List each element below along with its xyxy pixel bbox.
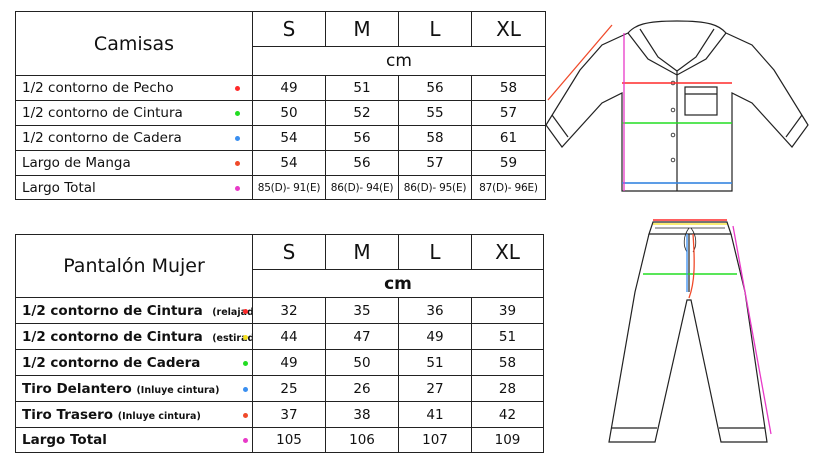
size-value: 27 [398, 375, 472, 402]
measurement-label: 1/2 contorno de Cadera [15, 125, 253, 151]
size-value: 56 [325, 125, 399, 151]
color-dot [243, 438, 248, 443]
pants-table-title: Pantalón Mujer [15, 234, 253, 298]
size-value: 42 [471, 401, 544, 428]
color-dot [243, 386, 248, 392]
size-header: M [325, 234, 399, 270]
shirt-table-title: Camisas [15, 11, 253, 76]
shirt-size-table: Camisas S M L XL cm 1/2 contorno de Pech… [15, 11, 546, 200]
size-value: 39 [471, 297, 544, 324]
unit-label: cm [252, 269, 544, 298]
size-value: 26 [325, 375, 399, 402]
unit-label: cm [252, 46, 546, 76]
size-value: 59 [471, 150, 546, 176]
length-measure-line-pants [732, 225, 772, 435]
size-value: 52 [325, 100, 399, 126]
measurement-label: Largo Total [15, 175, 253, 200]
size-value: 38 [325, 401, 399, 428]
size-value: 25 [252, 375, 326, 402]
size-value: 85(D)- 91(E) [252, 175, 326, 200]
size-value: 50 [252, 100, 326, 126]
size-value: 56 [325, 150, 399, 176]
color-dot [235, 185, 240, 191]
size-value: 49 [398, 323, 472, 350]
size-value: 105 [252, 427, 326, 453]
size-value: 41 [398, 401, 472, 428]
size-value: 54 [252, 150, 326, 176]
measurement-label: Largo de Manga [15, 150, 253, 176]
measurement-label: 1/2 contorno de Cintura (estirada) [15, 323, 253, 350]
size-value: 32 [252, 297, 326, 324]
size-value: 37 [252, 401, 326, 428]
size-value: 51 [471, 323, 544, 350]
measurement-label: Tiro Delantero (Inluye cintura) [15, 375, 253, 402]
size-value: 86(D)- 94(E) [325, 175, 399, 200]
size-value: 51 [398, 349, 472, 376]
color-dot [235, 111, 240, 116]
color-dot [243, 334, 248, 340]
size-header: M [325, 11, 399, 47]
pants-size-table: Pantalón Mujer S M L XL cm 1/2 contorno … [15, 234, 544, 453]
size-header: XL [471, 11, 546, 47]
size-value: 61 [471, 125, 546, 151]
size-value: 49 [252, 349, 326, 376]
size-value: 106 [325, 427, 399, 453]
color-dot [243, 308, 248, 314]
measurement-label: 1/2 contorno de Cintura (relajada) [15, 297, 253, 324]
measurement-label: Largo Total [15, 427, 253, 453]
size-value: 49 [252, 75, 326, 101]
size-value: 107 [398, 427, 472, 453]
sleeve-measure-line [547, 24, 613, 101]
size-header: XL [471, 234, 544, 270]
size-value: 28 [471, 375, 544, 402]
size-header: L [398, 234, 472, 270]
color-dot [235, 86, 240, 91]
color-dot [235, 161, 240, 166]
size-value: 58 [471, 349, 544, 376]
measurement-label: 1/2 contorno de Pecho [15, 75, 253, 101]
size-value: 86(D)- 95(E) [398, 175, 472, 200]
color-dot [243, 412, 248, 418]
size-value: 47 [325, 323, 399, 350]
size-value: 51 [325, 75, 399, 101]
size-header: L [398, 11, 472, 47]
size-value: 36 [398, 297, 472, 324]
size-value: 54 [252, 125, 326, 151]
color-dot [243, 360, 248, 366]
size-value: 58 [398, 125, 472, 151]
measurement-label: Tiro Trasero (Inluye cintura) [15, 401, 253, 428]
size-value: 57 [471, 100, 546, 126]
size-value: 109 [471, 427, 544, 453]
pants-illustration [608, 219, 772, 443]
size-value: 56 [398, 75, 472, 101]
size-value: 87(D)- 96E) [471, 175, 546, 200]
measurement-label: 1/2 contorno de Cadera [15, 349, 253, 376]
size-value: 50 [325, 349, 399, 376]
size-header: S [252, 11, 326, 47]
back-rise-measure-line [688, 233, 695, 299]
size-value: 55 [398, 100, 472, 126]
color-dot [235, 136, 240, 141]
size-value: 35 [325, 297, 399, 324]
size-value: 44 [252, 323, 326, 350]
measurement-label: 1/2 contorno de Cintura [15, 100, 253, 126]
shirt-illustration [545, 20, 809, 192]
size-value: 57 [398, 150, 472, 176]
size-header: S [252, 234, 326, 270]
size-value: 58 [471, 75, 546, 101]
